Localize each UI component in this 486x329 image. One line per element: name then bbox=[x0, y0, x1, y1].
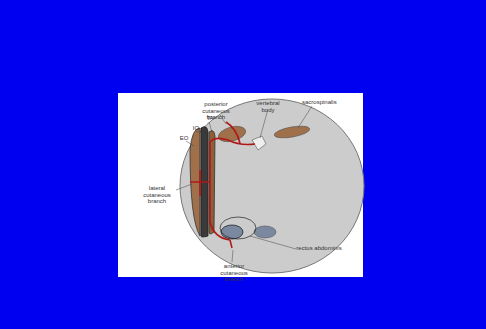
rectus-sheath bbox=[220, 217, 256, 239]
picture-panel bbox=[118, 93, 363, 277]
leader-line bbox=[209, 122, 212, 132]
leader-line bbox=[232, 250, 233, 262]
anterior-branch bbox=[230, 240, 232, 248]
leader-line bbox=[298, 106, 312, 128]
posterior-branch bbox=[226, 122, 240, 143]
part-label: rectus abdominis bbox=[296, 245, 342, 252]
leader-line bbox=[176, 184, 192, 190]
sacrospinalis bbox=[273, 124, 310, 140]
intercostal-nerve bbox=[210, 138, 255, 240]
body-section bbox=[180, 99, 364, 273]
nerve bbox=[190, 122, 255, 248]
muscle-label: TA bbox=[204, 115, 216, 122]
muscle-label: IO bbox=[190, 125, 202, 132]
leader-line bbox=[260, 109, 268, 138]
muscle-label: EO bbox=[178, 135, 190, 142]
nerve-label: lateral cutaneous branch bbox=[138, 185, 176, 205]
nerve-label: anterior cutaneous branch bbox=[212, 263, 256, 283]
rectus-abdominis bbox=[221, 225, 243, 239]
leader-line bbox=[186, 141, 194, 146]
vertebral-body bbox=[252, 136, 266, 150]
rectus-abdominis bbox=[254, 226, 276, 238]
leader-line bbox=[196, 131, 204, 134]
leader-line bbox=[250, 236, 296, 249]
leader-lines bbox=[176, 106, 312, 262]
part-label: sacrospinalis bbox=[302, 99, 336, 106]
part-label: vertebral body bbox=[250, 100, 286, 113]
lateral-branch bbox=[190, 170, 210, 196]
nerve-label: posterior cutaneous branch bbox=[194, 101, 238, 121]
